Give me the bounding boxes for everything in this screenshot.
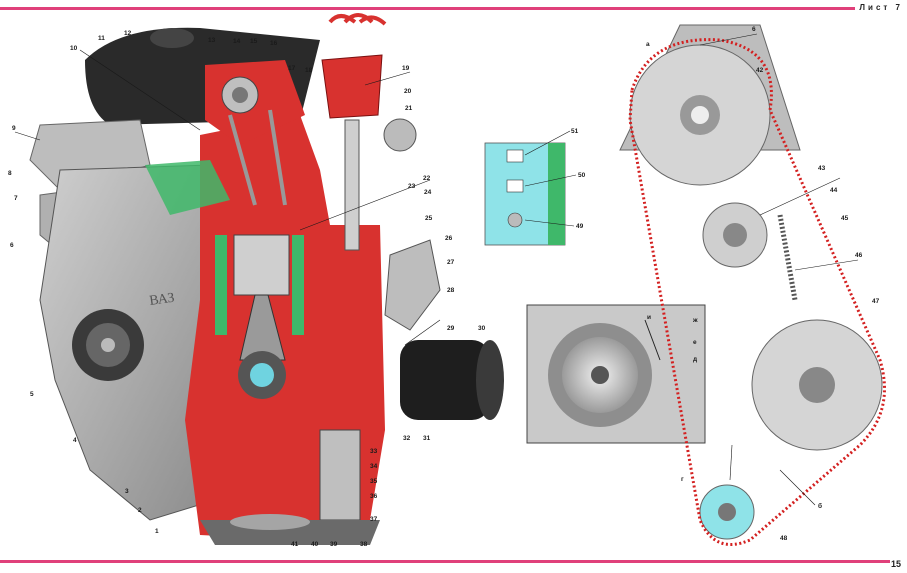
callout-32: 32: [403, 435, 411, 442]
block-cast-mark: ВАЗ: [148, 291, 175, 309]
callout-9: 9: [12, 125, 16, 132]
callout-4: 4: [73, 437, 77, 444]
callout-11: 11: [98, 35, 105, 42]
callout-42: 42: [756, 67, 764, 74]
engine-cutaway: ВАЗ: [29, 13, 504, 545]
water-jacket-head: [145, 160, 230, 215]
callout-45: 45: [841, 215, 849, 222]
connecting-rod: [239, 294, 286, 361]
callout-3: 3: [125, 488, 129, 495]
oil-pump: [319, 429, 361, 521]
callout-44: 44: [830, 187, 838, 194]
callout-18: 18: [305, 67, 313, 74]
callout-и: и: [647, 314, 651, 321]
callout-5: 5: [30, 391, 34, 398]
callout-2: 2: [138, 507, 142, 514]
callout-г: г: [681, 476, 684, 483]
callout-40: 40: [311, 541, 319, 548]
intake-valve: [228, 114, 257, 206]
callout-10: 10: [70, 45, 78, 52]
sheet-label: Лист 7: [859, 3, 903, 12]
callout-27: 27: [447, 259, 455, 266]
water-jacket-right: [292, 235, 304, 335]
callout-ж: ж: [692, 317, 698, 324]
page-number: 15: [890, 559, 901, 569]
callout-25: 25: [425, 215, 433, 222]
callout-17: 17: [288, 65, 296, 72]
tensioner-spring: [777, 214, 798, 301]
callout-20: 20: [404, 88, 412, 95]
inset-water-pump: 51 50 49: [484, 128, 586, 246]
callout-49: 49: [576, 223, 584, 230]
inset-pulley-marks: и ж е д: [526, 304, 706, 444]
callout-15: 15: [250, 38, 258, 45]
callout-30: 30: [478, 325, 486, 332]
callout-7: 7: [14, 195, 18, 202]
top-rule: [0, 7, 855, 10]
callout-41: 41: [291, 541, 299, 548]
callout-39: 39: [330, 541, 338, 548]
oil-filler-cap: [150, 28, 194, 48]
callout-24: 24: [424, 189, 432, 196]
fuel-pump: [384, 239, 441, 331]
callout-34: 34: [370, 463, 378, 470]
callout-д: д: [693, 356, 697, 363]
callout-6: 6: [10, 242, 14, 249]
callout-12: 12: [124, 30, 132, 37]
timing-belt-drive: 6 42 43 44 45 46 47 48 а б г: [619, 24, 886, 546]
callout-14: 14: [233, 38, 241, 45]
callout-35: 35: [370, 478, 378, 485]
piston: [233, 234, 290, 296]
callout-51: 51: [571, 128, 579, 135]
water-jacket-left: [215, 235, 227, 335]
callout-47: 47: [872, 298, 880, 305]
callout-33: 33: [370, 448, 378, 455]
callout-38: 38: [360, 541, 368, 548]
callout-48: 48: [780, 535, 788, 542]
callout-6-belt: 6: [752, 26, 756, 33]
callout-50: 50: [578, 172, 586, 179]
callout-46: 46: [855, 252, 863, 259]
callout-21: 21: [405, 105, 413, 112]
callout-1: 1: [155, 528, 159, 535]
callout-22: 22: [423, 175, 431, 182]
callout-е: е: [693, 339, 697, 346]
callout-28: 28: [447, 287, 455, 294]
callout-31: 31: [423, 435, 431, 442]
callout-26: 26: [445, 235, 453, 242]
callout-36: 36: [370, 493, 378, 500]
bottom-rule: [0, 560, 890, 563]
engine-callouts: 9 8 7 6 5 4 3 2 1 10 11 12 13 14 15 16 1…: [8, 30, 486, 548]
distributor-cap: [321, 54, 383, 119]
vacuum-advance: [383, 118, 417, 152]
callout-13: 13: [208, 37, 216, 44]
callout-43: 43: [818, 165, 826, 172]
exhaust-valve: [268, 109, 287, 206]
callout-29: 29: [447, 325, 455, 332]
oil-strainer: [230, 514, 310, 530]
distributor-shaft: [344, 119, 360, 251]
callout-37: 37: [370, 516, 378, 523]
callout-16: 16: [270, 40, 278, 47]
callout-а: а: [646, 41, 650, 48]
callout-8: 8: [8, 170, 12, 177]
callout-б: б: [818, 502, 822, 510]
callout-19: 19: [402, 65, 410, 72]
ignition-wires: [328, 13, 387, 26]
callout-23: 23: [408, 183, 416, 190]
oil-filter: [400, 340, 490, 420]
